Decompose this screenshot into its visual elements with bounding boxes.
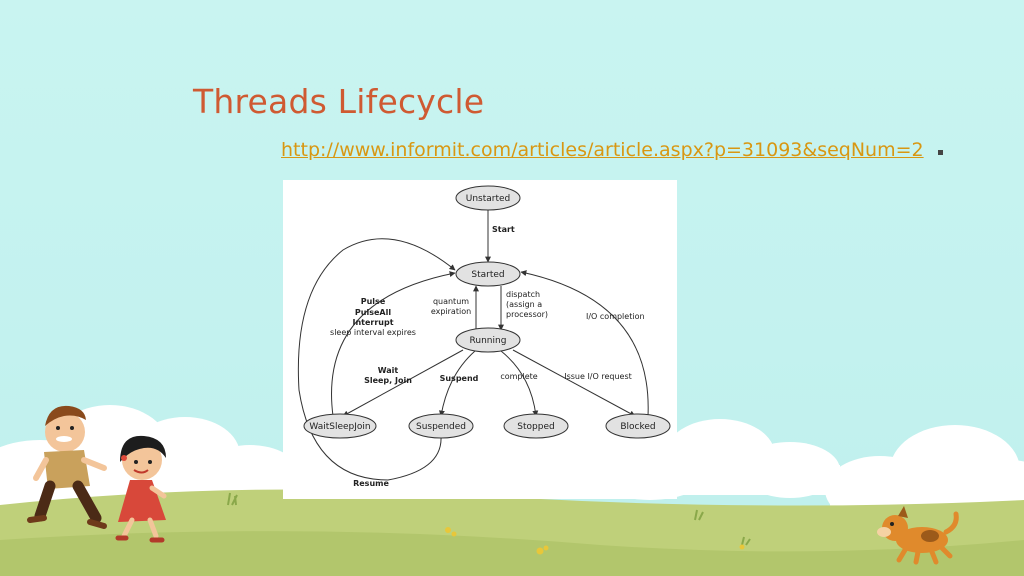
- label-dispatch-1: dispatch: [506, 290, 540, 299]
- source-link[interactable]: http://www.informit.com/articles/article…: [281, 139, 924, 161]
- label-complete: complete: [500, 372, 537, 381]
- svg-text:Suspended: Suspended: [416, 422, 466, 432]
- label-pulse: Pulse: [361, 297, 386, 306]
- svg-text:Unstarted: Unstarted: [466, 194, 511, 204]
- edge-complete: [500, 350, 539, 417]
- node-waitsleepjoin: WaitSleepJoin: [303, 413, 377, 439]
- label-sleep-join: Sleep, Join: [364, 376, 412, 385]
- label-start: Start: [492, 225, 515, 234]
- flowers: [445, 527, 745, 555]
- label-sleep-expires: sleep interval expires: [330, 328, 416, 337]
- svg-text:Running: Running: [470, 336, 507, 346]
- slide-title: Threads Lifecycle: [193, 82, 485, 121]
- svg-text:Started: Started: [471, 270, 504, 280]
- boy-illustration: [27, 405, 107, 529]
- edge-labels: Start quantum expiration dispatch (assig…: [330, 225, 644, 488]
- node-blocked: Blocked: [605, 413, 671, 439]
- node-stopped: Stopped: [503, 413, 569, 439]
- edge-pulse: [331, 271, 456, 417]
- dog-illustration: [877, 506, 959, 565]
- link-row: http://www.informit.com/articles/article…: [281, 137, 943, 163]
- label-resume: Resume: [353, 479, 389, 488]
- label-quantum-1: quantum: [433, 297, 469, 306]
- node-unstarted: Unstarted: [455, 185, 521, 211]
- node-running: Running: [455, 327, 521, 353]
- girl-illustration: [115, 435, 167, 543]
- label-dispatch-2: (assign a: [506, 300, 542, 309]
- state-diagram-svg: Unstarted Started Running WaitSleepJoin …: [297, 185, 671, 488]
- node-suspended: Suspended: [408, 413, 474, 439]
- label-io-completion: I/O completion: [586, 312, 645, 321]
- edge-suspend: [438, 350, 476, 417]
- edge-io-completion: [520, 270, 649, 417]
- svg-text:WaitSleepJoin: WaitSleepJoin: [309, 422, 370, 432]
- bullet-marker: [937, 149, 943, 155]
- svg-text:Blocked: Blocked: [620, 422, 655, 432]
- svg-text:Stopped: Stopped: [517, 422, 554, 432]
- grass-tufts: [227, 492, 751, 546]
- label-suspend: Suspend: [440, 374, 479, 383]
- label-dispatch-3: processor): [506, 310, 548, 319]
- label-quantum-2: expiration: [431, 307, 471, 316]
- node-started: Started: [455, 261, 521, 287]
- label-issue-io: Issue I/O request: [564, 372, 632, 381]
- edge-resume: [297, 238, 456, 481]
- label-pulseall: PulseAll: [355, 308, 391, 317]
- edge-issue-io: [512, 349, 636, 417]
- label-wait: Wait: [378, 366, 399, 375]
- thread-lifecycle-diagram: Unstarted Started Running WaitSleepJoin …: [283, 180, 677, 499]
- edge-wait: [342, 349, 464, 417]
- label-interrupt: Interrupt: [352, 318, 393, 327]
